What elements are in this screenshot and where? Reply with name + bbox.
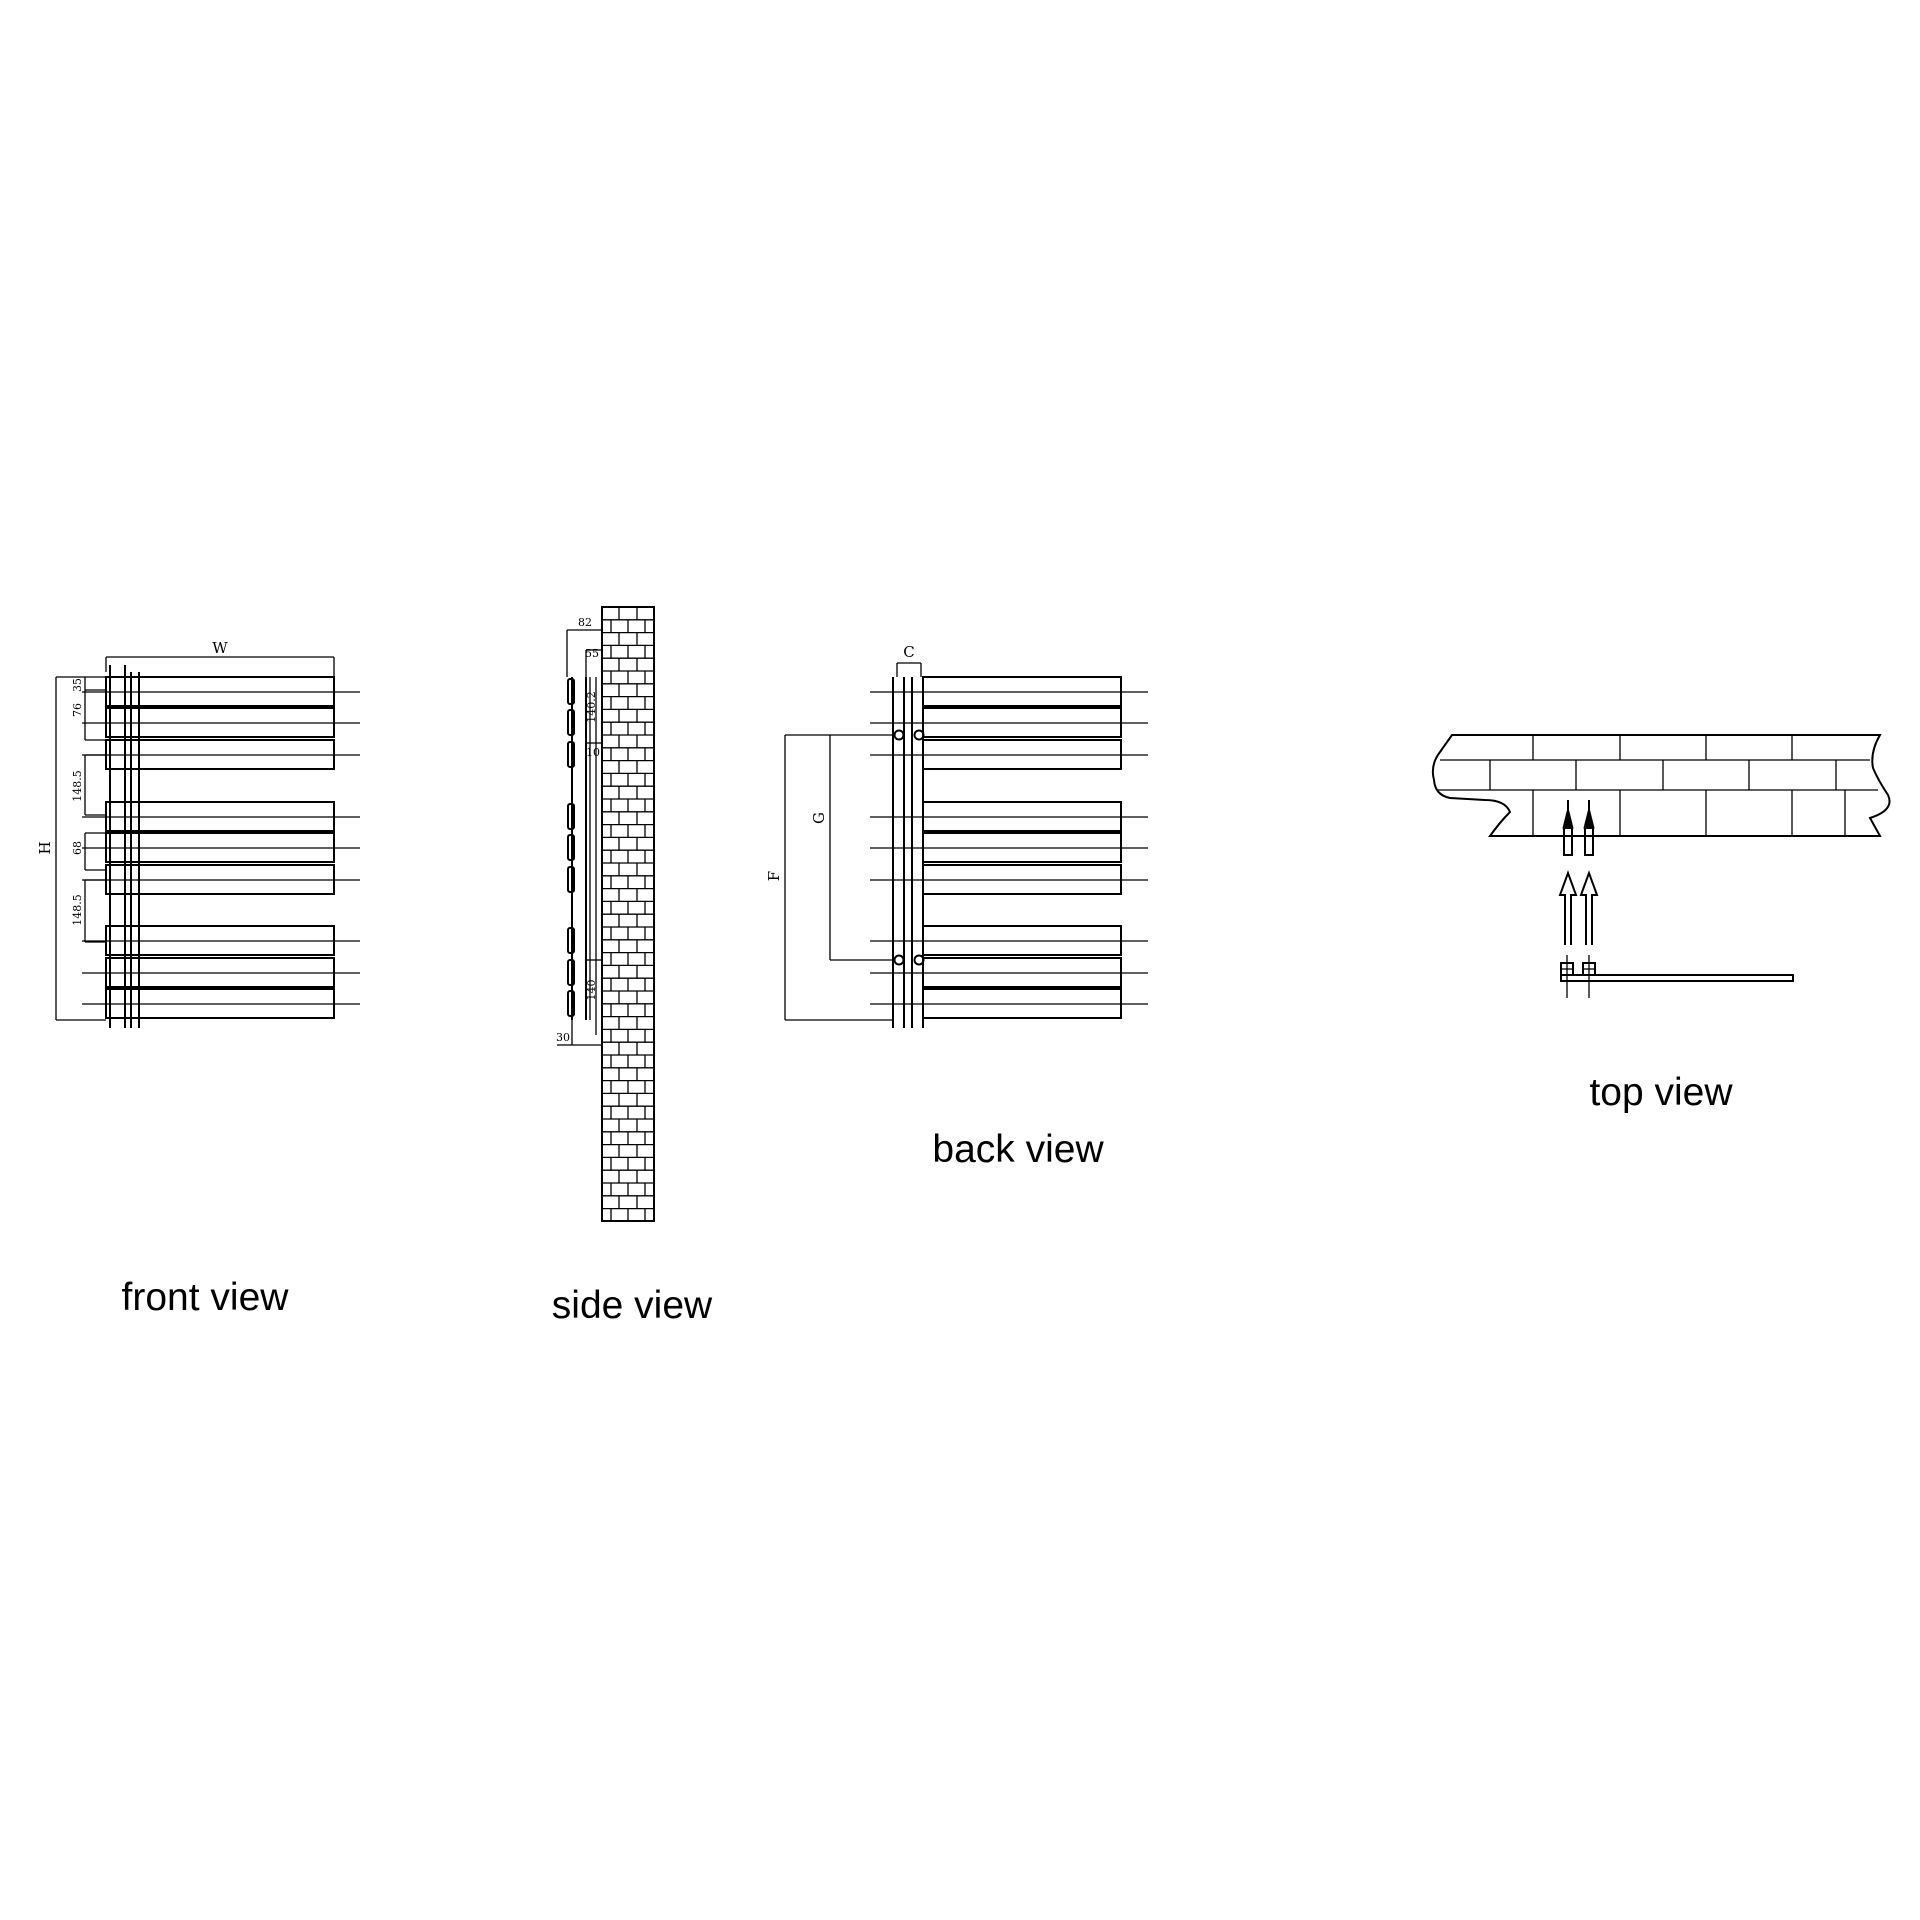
front-view: W H 35 76 148.5 68 148.5 front xyxy=(36,639,360,1319)
side-view-dimensions: 82 55 140.2 10 140 30 xyxy=(556,616,602,1046)
front-dim-35: 35 xyxy=(71,678,84,692)
back-f-label: F xyxy=(765,871,783,881)
top-view-caption: top view xyxy=(1589,1071,1733,1114)
front-dim-148-5-lower: 148.5 xyxy=(71,894,84,926)
front-width-label: W xyxy=(212,639,228,657)
front-dim-68: 68 xyxy=(71,841,84,855)
side-rung-9 xyxy=(567,990,575,1017)
front-view-spacing-dimensions: 35 76 148.5 68 148.5 xyxy=(71,677,106,943)
top-view-brick-wall xyxy=(1431,734,1891,837)
back-view-f-dimension: F xyxy=(765,734,893,1021)
side-rung-5 xyxy=(567,834,575,861)
side-rung-8 xyxy=(567,959,575,986)
side-dim-10: 10 xyxy=(586,746,600,759)
side-rung-1 xyxy=(567,678,575,705)
side-rung-6 xyxy=(567,866,575,893)
front-dim-148-5-upper: 148.5 xyxy=(71,770,84,802)
side-view-radiator-profile xyxy=(567,677,602,1020)
side-view-brick-wall xyxy=(601,606,655,1222)
front-view-manifold xyxy=(109,665,140,1028)
top-view-arrows xyxy=(1558,870,1599,945)
front-view-radiator xyxy=(82,665,360,1028)
side-rung-4 xyxy=(567,803,575,830)
back-view: C G F back view xyxy=(765,643,1148,1171)
back-view-radiator xyxy=(870,676,1148,1028)
front-dim-76: 76 xyxy=(71,703,84,717)
side-dim-82: 82 xyxy=(578,616,592,629)
side-dim-140-2: 140.2 xyxy=(585,691,598,723)
front-view-width-dimension: W xyxy=(105,639,335,677)
side-view-caption: side view xyxy=(552,1284,713,1327)
side-rung-2 xyxy=(567,709,575,736)
front-view-caption: front view xyxy=(122,1276,290,1319)
side-dim-55: 55 xyxy=(585,647,599,660)
back-g-label: G xyxy=(810,812,828,824)
back-view-c-dimension: C xyxy=(896,643,922,677)
side-rung-7 xyxy=(567,927,575,954)
top-view-radiator-plan xyxy=(1560,955,1794,998)
front-height-label: H xyxy=(36,841,54,854)
side-dim-30: 30 xyxy=(556,1031,570,1044)
side-dim-140: 140 xyxy=(585,980,598,1001)
front-view-height-dimension: H xyxy=(36,676,106,1021)
top-view: top view xyxy=(1431,734,1891,1114)
top-view-pipes xyxy=(1562,800,1595,856)
back-view-caption: back view xyxy=(932,1128,1104,1171)
back-c-label: C xyxy=(903,643,914,661)
back-view-g-dimension: G xyxy=(810,734,895,961)
side-rung-3 xyxy=(567,741,575,768)
side-view: 82 55 140.2 10 140 30 side view xyxy=(552,606,713,1327)
